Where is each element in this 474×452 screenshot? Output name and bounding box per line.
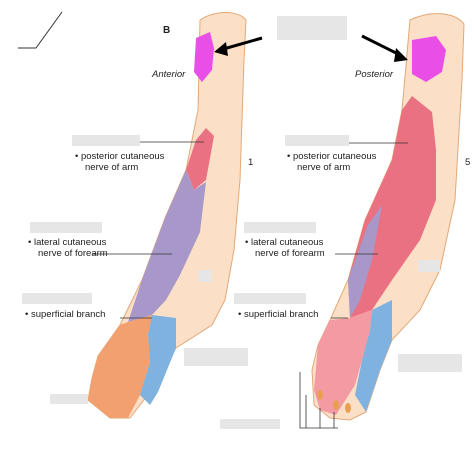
posterior-cutaneous-line1: • posterior cutaneous (75, 151, 165, 162)
anterior-view-label: Anterior (152, 69, 186, 80)
label-mask (198, 270, 212, 282)
label-mask (184, 348, 248, 366)
anterior-red-zone (186, 128, 214, 190)
posterior-blue-zone (355, 300, 392, 412)
posterior-pink-zone (314, 310, 372, 415)
leader-lines (92, 141, 408, 429)
label-mask (72, 135, 140, 146)
posterior-purple-zone (348, 205, 382, 318)
posterior-view-label: Posterior (355, 69, 394, 80)
fingernail (317, 390, 323, 400)
anterior-purple-zone (128, 170, 206, 322)
posterior-cutaneous-label-right: • posterior cutaneous nerve of arm (287, 151, 376, 173)
label-mask (398, 354, 462, 372)
lateral-cutaneous-label-right: • lateral cutaneous nerve of forearm (245, 237, 325, 259)
label-mask (244, 222, 316, 233)
lateral-cutaneous-label-left: • lateral cutaneous nerve of forearm (28, 237, 108, 259)
posterior-cutaneous-line1: • posterior cutaneous (287, 151, 377, 162)
posterior-arm (311, 13, 465, 421)
panel-label: B (163, 25, 171, 36)
label-mask (418, 260, 440, 272)
anterior-arm (87, 12, 263, 419)
anterior-arrow (219, 36, 263, 52)
lateral-cutaneous-line2: nerve of forearm (255, 248, 325, 259)
lateral-cutaneous-line1: • lateral cutaneous (245, 237, 324, 248)
anterior-orange-zone (88, 315, 152, 418)
superficial-branch-label-left: • superficial branch (25, 309, 106, 320)
label-mask (220, 419, 280, 429)
anterior-blue-zone (140, 315, 176, 405)
label-mask (30, 222, 102, 233)
label-mask (50, 394, 88, 404)
label-mask (285, 135, 349, 146)
label-mask (22, 293, 92, 304)
corner-stroke (18, 11, 63, 49)
fingernail (333, 400, 339, 410)
lateral-cutaneous-line1: • lateral cutaneous (28, 237, 107, 248)
posterior-cutaneous-line2: nerve of arm (85, 162, 139, 173)
posterior-cutaneous-line2: nerve of arm (297, 162, 351, 173)
posterior-arrowhead (394, 48, 408, 62)
anterior-deltoid-patch (194, 32, 214, 82)
posterior-deltoid-patch (412, 36, 446, 82)
label-mask (277, 16, 347, 40)
lateral-cutaneous-line2: nerve of forearm (38, 248, 108, 259)
fingernail (345, 403, 351, 413)
anterior-arrowhead (214, 42, 228, 56)
posterior-cutaneous-label-left: • posterior cutaneous nerve of arm (75, 151, 164, 173)
partial-number-right: 5 (465, 157, 471, 168)
partial-number-left: 1 (248, 157, 254, 168)
label-mask (234, 293, 306, 304)
superficial-branch-label-right: • superficial branch (238, 309, 319, 320)
